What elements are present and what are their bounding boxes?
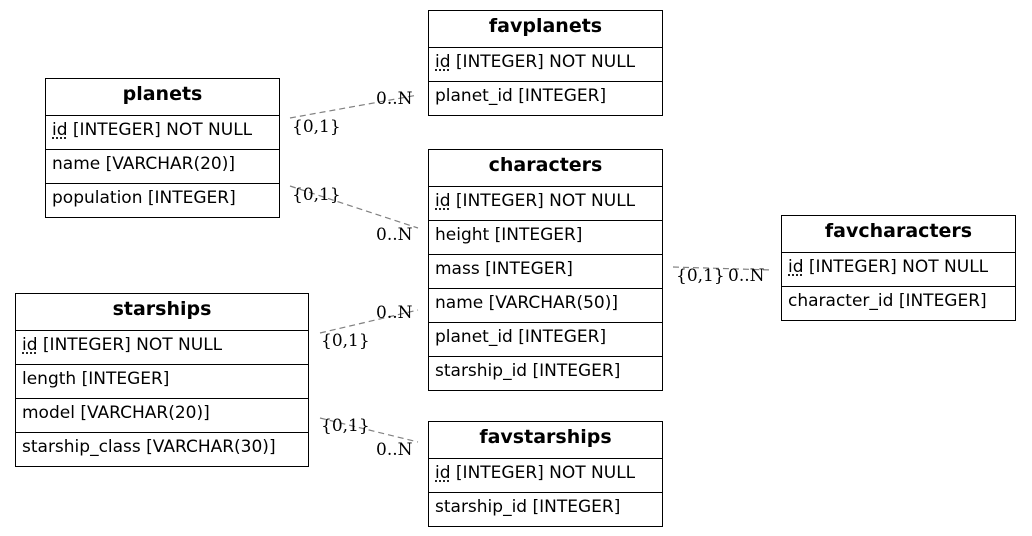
cardinality-label: {0,1} [676,266,725,286]
field-planet-id: planet_id [INTEGER] [435,86,607,106]
primary-key: id [435,191,451,211]
field-population: population [INTEGER] [52,188,236,208]
primary-key: id [435,52,451,72]
entity-planets: planets id [INTEGER] NOT NULL name [VARC… [45,78,280,218]
field-id: id [INTEGER] NOT NULL [429,187,662,221]
field-model: model [VARCHAR(20)] [16,399,308,433]
field-type: [INTEGER] NOT NULL [37,335,223,355]
edge-starships-favstarships [319,417,419,443]
field-id: id [INTEGER] NOT NULL [46,116,279,150]
field-id: id [INTEGER] NOT NULL [429,459,662,493]
cardinality-label: 0..N [728,266,765,286]
field-name: name [VARCHAR(50)] [429,289,662,323]
entity-title: characters [429,150,662,187]
field-type: [INTEGER] NOT NULL [450,463,636,483]
primary-key: id [435,463,451,483]
field-type: [INTEGER] NOT NULL [67,120,253,140]
field-starship-id: starship_id [INTEGER] [435,361,621,381]
entity-starships: starships id [INTEGER] NOT NULL length [… [15,293,309,467]
primary-key: id [52,120,68,140]
field-mass: mass [INTEGER] [429,255,662,289]
entity-title: favplanets [429,11,662,48]
entity-title: planets [46,79,279,116]
entity-favcharacters: favcharacters id [INTEGER] NOT NULL char… [781,215,1016,321]
field-type: [INTEGER] NOT NULL [803,257,989,277]
cardinality-label: 0..N [376,225,413,245]
field-character-id: character_id [INTEGER] [788,291,987,311]
primary-key: id [22,335,38,355]
edge-planets-characters [289,185,419,229]
cardinality-label: 0..N [376,89,413,109]
edge-planets-favplanets [289,94,419,119]
field-height: height [INTEGER] [429,221,662,255]
entity-characters: characters id [INTEGER] NOT NULL height … [428,149,663,391]
field-planet-id: planet_id [INTEGER] [429,323,662,357]
cardinality-label: {0,1} [292,117,341,137]
cardinality-label: {0,1} [321,416,370,436]
entity-title: favstarships [429,422,662,459]
field-type: [INTEGER] NOT NULL [450,191,636,211]
entity-favplanets: favplanets id [INTEGER] NOT NULL planet_… [428,10,663,116]
field-starship-class: starship_class [VARCHAR(30)] [22,437,276,457]
field-starship-id: starship_id [INTEGER] [435,497,621,517]
field-length: length [INTEGER] [16,365,308,399]
field-type: [INTEGER] NOT NULL [450,52,636,72]
field-id: id [INTEGER] NOT NULL [16,331,308,365]
field-id: id [INTEGER] NOT NULL [429,48,662,82]
primary-key: id [788,257,804,277]
cardinality-label: 0..N [376,303,413,323]
entity-title: favcharacters [782,216,1015,253]
edge-characters-favcharacters [672,266,773,271]
cardinality-label: {0,1} [292,185,341,205]
entity-favstarships: favstarships id [INTEGER] NOT NULL stars… [428,421,663,527]
cardinality-label: 0..N [376,440,413,460]
field-name: name [VARCHAR(20)] [46,150,279,184]
cardinality-label: {0,1} [321,331,370,351]
field-id: id [INTEGER] NOT NULL [782,253,1015,287]
edge-starships-characters [319,309,419,334]
entity-title: starships [16,294,308,331]
